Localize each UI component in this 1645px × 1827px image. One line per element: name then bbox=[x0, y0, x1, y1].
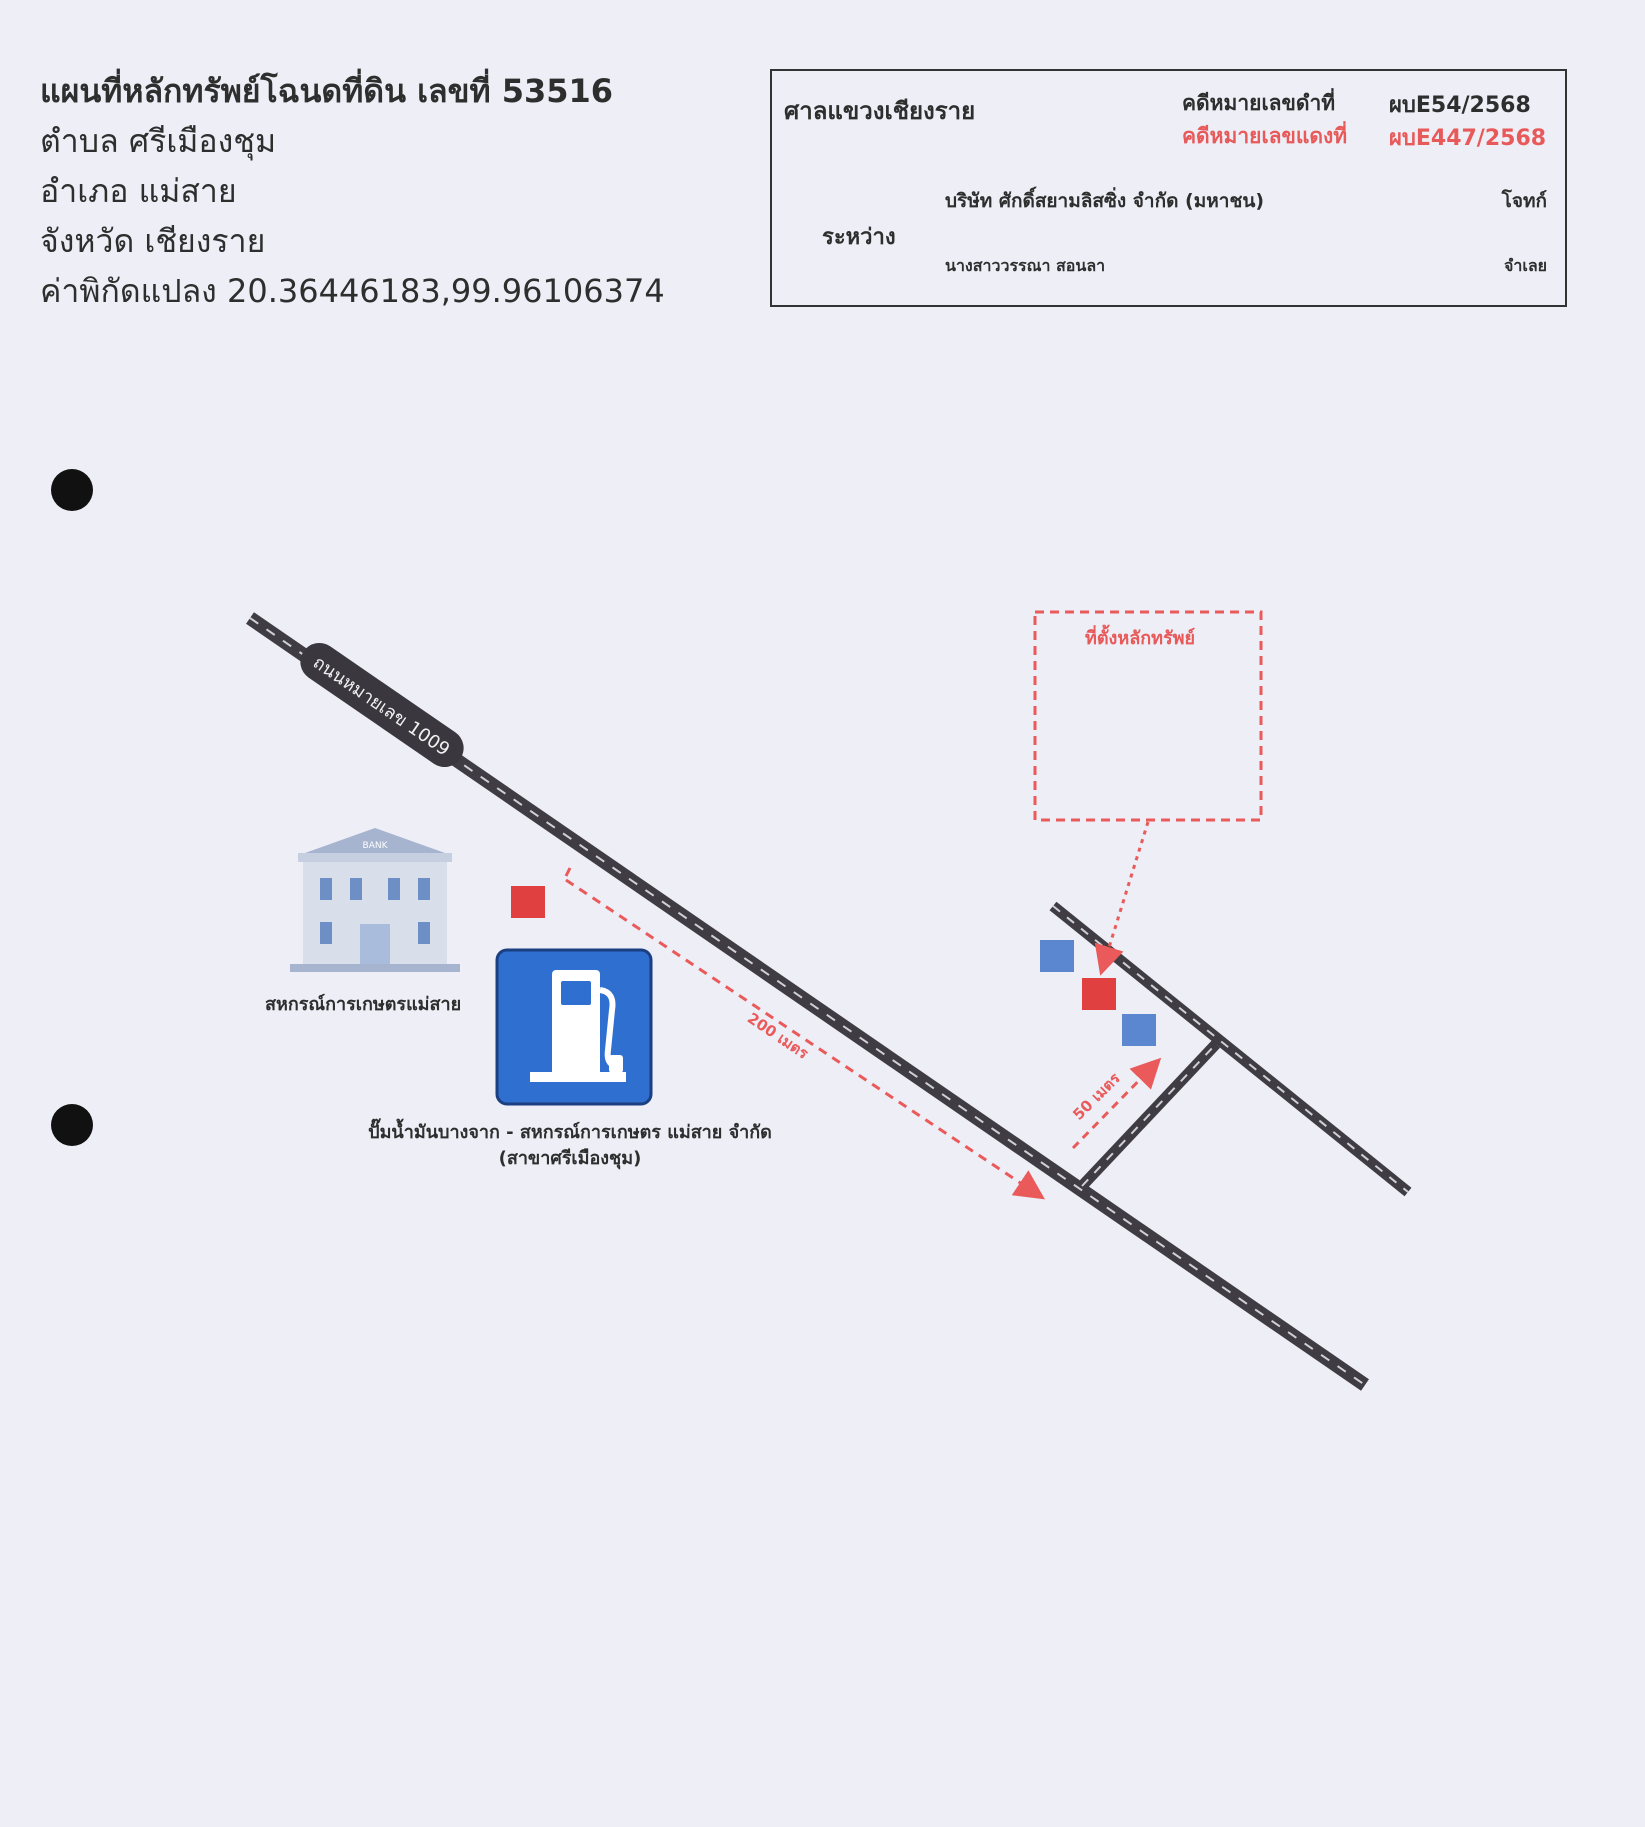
distance-200m-label: 200 เมตร bbox=[744, 1009, 812, 1063]
subdistrict-text: ตำบล ศรีเมืองชุม bbox=[40, 122, 277, 160]
marker-blue-right bbox=[1122, 1014, 1156, 1046]
connector-road bbox=[1077, 1040, 1221, 1190]
case-info-box: ศาลแขวงเชียงราย คดีหมายเลขดำที่ ผบE54/25… bbox=[770, 69, 1567, 307]
distance-50m-label: 50 เมตร bbox=[1069, 1069, 1124, 1124]
black-case-number: ผบE54/2568 bbox=[1389, 93, 1531, 118]
property-location-box bbox=[1033, 610, 1263, 822]
fuel-station-label-line2: (สาขาศรีเมืองชุม) bbox=[498, 1148, 642, 1169]
marker-red-property bbox=[1082, 978, 1116, 1010]
coordinates-text: ค่าพิกัดแปลง 20.36446183,99.96106374 bbox=[40, 272, 665, 310]
road-name-text: ถนนหมายเลข 1009 bbox=[309, 652, 454, 760]
red-case-number: ผบE447/2568 bbox=[1389, 126, 1547, 151]
punch-hole-bottom bbox=[51, 1104, 93, 1146]
defendant-name: นางสาววรรณา สอนลา bbox=[945, 256, 1106, 275]
document-title: แผนที่หลักทรัพย์โฉนดที่ดิน เลขที่ 53516 bbox=[40, 72, 614, 110]
bank-icon: BANK bbox=[290, 828, 460, 972]
fuel-pump-icon bbox=[495, 948, 653, 1106]
bank-icon-text: BANK bbox=[363, 841, 389, 851]
punch-hole-top bbox=[51, 469, 93, 511]
road-name-plate: ถนนหมายเลข 1009 bbox=[300, 642, 464, 768]
marker-red-near-coop bbox=[511, 886, 545, 918]
property-location-label: ที่ตั้งหลักทรัพย์ bbox=[1085, 628, 1196, 649]
heading-block: แผนที่หลักทรัพย์โฉนดที่ดิน เลขที่ 53516 … bbox=[40, 66, 665, 316]
fuel-station-label-line1: ปั๊มน้ำมันบางจาก - สหกรณ์การเกษตร แม่สาย… bbox=[368, 1122, 772, 1143]
district-text: อำเภอ แม่สาย bbox=[40, 172, 237, 210]
defendant-role: จำเลย bbox=[1503, 256, 1547, 275]
court-name: ศาลแขวงเชียงราย bbox=[784, 97, 976, 125]
property-pointer-line bbox=[1094, 821, 1150, 976]
plaintiff-role: โจทก์ bbox=[1501, 190, 1547, 212]
cooperative-label: สหกรณ์การเกษตรแม่สาย bbox=[265, 994, 462, 1015]
black-case-number-label: คดีหมายเลขดำที่ bbox=[1182, 91, 1336, 115]
red-case-number-label: คดีหมายเลขแดงที่ bbox=[1182, 124, 1348, 148]
marker-blue-left bbox=[1040, 940, 1074, 972]
fuel-station-label: ปั๊มน้ำมันบางจาก - สหกรณ์การเกษตร แม่สาย… bbox=[340, 1120, 800, 1172]
province-text: จังหวัด เชียงราย bbox=[40, 222, 266, 260]
distance-50m-marker: 50 เมตร bbox=[1069, 1057, 1162, 1150]
plaintiff-name: บริษัท ศักดิ์สยามลิสซิ่ง จำกัด (มหาชน) bbox=[945, 190, 1265, 212]
side-road bbox=[1049, 901, 1412, 1197]
between-label: ระหว่าง bbox=[822, 225, 896, 250]
